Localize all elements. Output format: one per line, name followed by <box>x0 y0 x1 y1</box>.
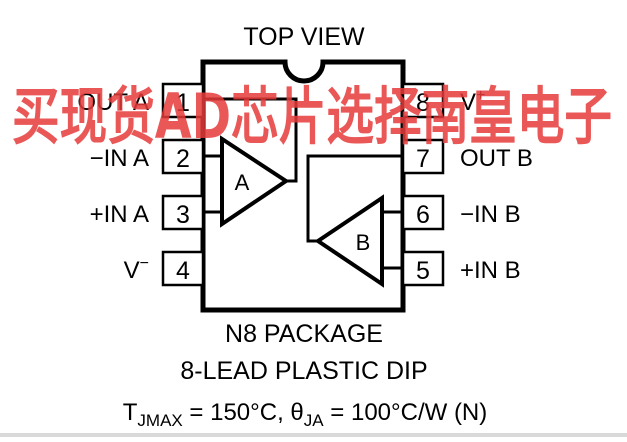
amplifier-b-label: B <box>356 230 371 255</box>
package-body <box>200 59 406 313</box>
pin-label-v-minus: V− <box>124 255 149 284</box>
pin-label-out-b: OUT B <box>460 145 533 172</box>
pin-number-6: 6 <box>416 201 430 229</box>
pin-label-v-plus: V+ <box>460 87 485 116</box>
pin-box-7 <box>401 138 445 175</box>
pin-number-5: 5 <box>416 257 430 285</box>
pin-number-4: 4 <box>176 257 190 285</box>
pin-label-minus-in-b: −IN B <box>460 201 521 228</box>
thermal-spec: TJMAX = 150°C, θJA = 100°C/W (N) <box>123 399 488 430</box>
pin-number-1: 1 <box>176 89 190 117</box>
pin-label-out-a: OUT A <box>77 89 149 116</box>
top-view-label: TOP VIEW <box>243 23 365 51</box>
amplifier-a-triangle <box>220 135 290 228</box>
pin-box-4 <box>161 250 205 287</box>
pin-label-plus-in-a: +IN A <box>90 201 149 228</box>
pin-label-plus-in-b: +IN B <box>460 257 521 284</box>
pin-number-7: 7 <box>416 145 430 173</box>
pin-box-8 <box>401 82 445 119</box>
pin-label-minus-in-a: −IN A <box>90 145 149 172</box>
pin-number-2: 2 <box>176 145 190 173</box>
amp-a-wiring <box>203 97 298 214</box>
amplifier-a-label: A <box>235 170 250 195</box>
bottom-rule <box>0 433 627 437</box>
pin-box-3 <box>161 194 205 231</box>
watermark-text: 买现货AD芯片选择南皇电子 <box>12 80 612 153</box>
package-name: N8 PACKAGE <box>225 320 383 348</box>
pin-number-8: 8 <box>416 89 430 117</box>
pin-number-3: 3 <box>176 201 190 229</box>
package-description: 8-LEAD PLASTIC DIP <box>180 357 427 385</box>
amplifier-b-triangle <box>314 194 384 288</box>
amp-b-wiring <box>306 154 403 270</box>
